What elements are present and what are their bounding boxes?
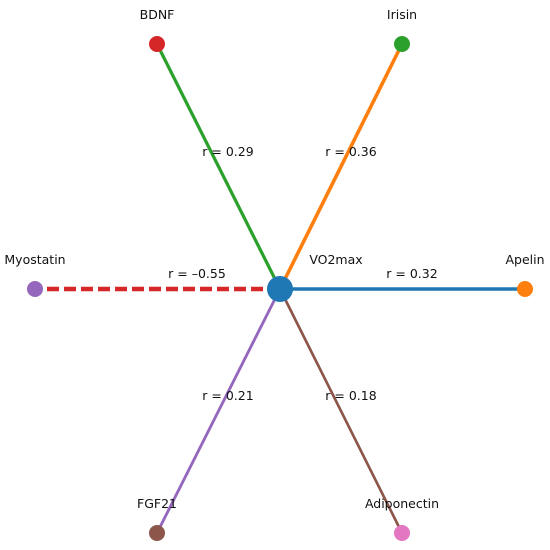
edge-irisin [278,43,404,290]
edge-label-irisin: r = 0.36 [325,144,376,159]
node-label-vo2max: VO2max [309,252,362,267]
edge-label-layer: r = 0.29 r = 0.36 r = 0.32 r = –0.55 r = 0.2… [168,144,438,403]
edge-adiponectin [278,288,404,534]
node-fgf21 [149,525,165,541]
node-label-fgf21: FGF21 [137,496,177,511]
node-layer [27,36,533,541]
node-irisin [394,36,410,52]
node-label-irisin: Irisin [387,7,417,22]
edge-label-myostatin: r = –0.55 [168,266,226,281]
node-apelin [517,281,533,297]
node-adiponectin [394,525,410,541]
edge-label-fgf21: r = 0.21 [202,388,253,403]
node-myostatin [27,281,43,297]
node-vo2max [267,276,293,302]
node-label-myostatin: Myostatin [4,252,65,267]
node-bdnf [149,36,165,52]
node-label-adiponectin: Adiponectin [365,496,439,511]
edge-label-bdnf: r = 0.29 [202,144,253,159]
edge-bdnf [155,43,282,290]
node-label-bdnf: BDNF [140,7,175,22]
node-label-apelin: Apelin [505,252,544,267]
edge-label-apelin: r = 0.32 [386,266,437,281]
edge-layer [35,43,525,534]
edge-fgf21 [155,288,282,534]
edge-label-adiponectin: r = 0.18 [325,388,376,403]
